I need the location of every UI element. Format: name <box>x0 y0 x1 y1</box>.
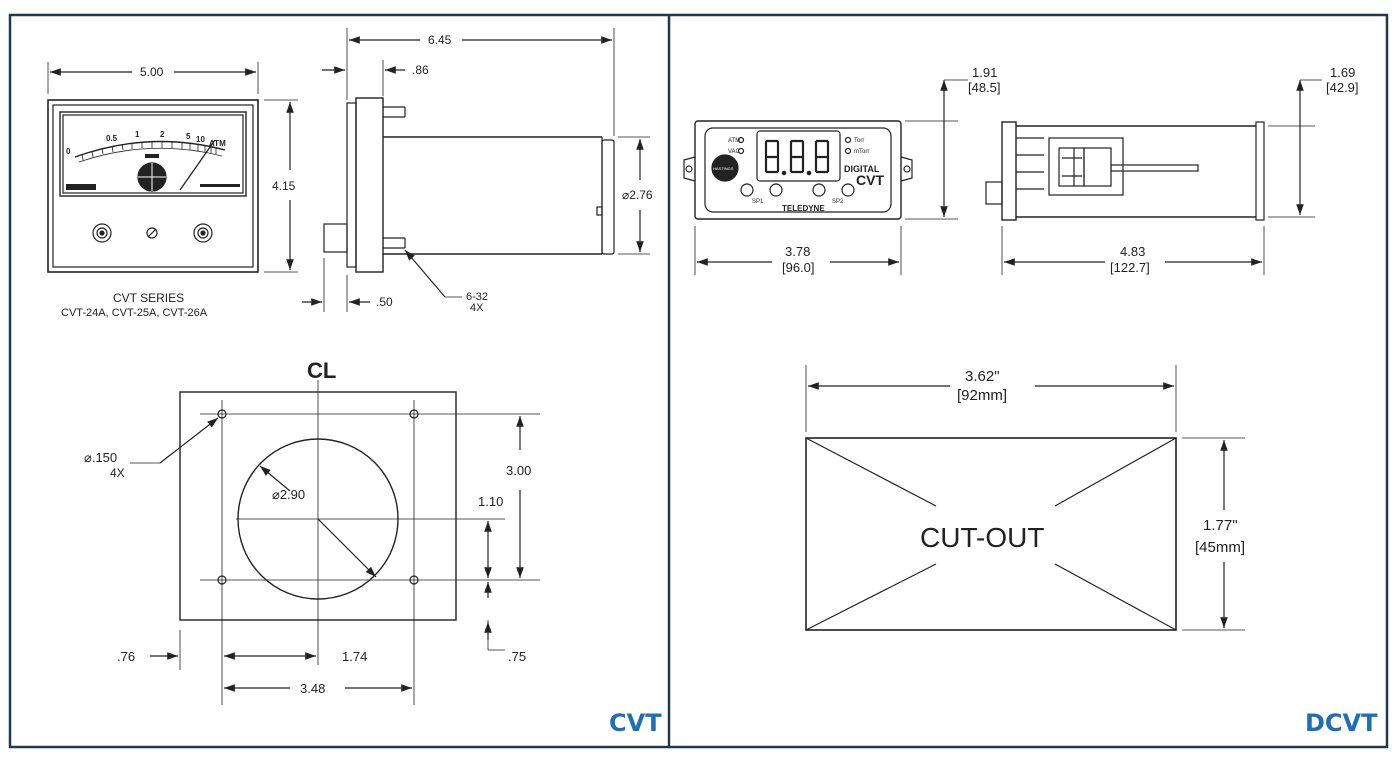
dim-side-height-mm: [42.9] <box>1326 80 1359 95</box>
dim-cutout-width: 3.62" <box>965 368 1000 385</box>
label-atm: ATM <box>728 138 740 144</box>
dcvt-side-view <box>985 79 1322 275</box>
dim-bottom-margin: .75 <box>508 649 526 664</box>
dim-rear: .50 <box>376 295 393 309</box>
label-sp1: SP1 <box>752 199 764 205</box>
dim-front-height: 1.91 <box>972 65 997 80</box>
dim-side-depth: 4.83 <box>1120 244 1145 259</box>
dim-side-height: 1.69 <box>1330 65 1355 80</box>
dim-bore: ⌀2.90 <box>272 487 305 502</box>
dim-half-width: 1.74 <box>342 649 367 664</box>
cvt-panel-cutout <box>130 380 540 705</box>
label-sp2: SP2 <box>832 199 844 205</box>
scale-label: 5 <box>186 132 191 141</box>
dim-diameter: ⌀2.76 <box>622 188 653 202</box>
scale-label: 0.5 <box>106 134 118 143</box>
brand-label: TELEDYNE <box>782 204 825 213</box>
dim-front-width-mm: [96.0] <box>782 260 815 275</box>
dim-front-width: 3.78 <box>785 244 810 259</box>
dim-height: 4.15 <box>272 179 296 193</box>
dcvt-panel-title: DCVT <box>1305 709 1378 737</box>
cvt-scale-labels: 0 0.5 1 2 5 10 ATM <box>66 130 226 156</box>
dcvt-panel-cutout <box>805 365 1245 631</box>
dim-flange: .86 <box>412 63 429 77</box>
scale-label: 0 <box>66 147 71 156</box>
label-vac: VAC <box>728 149 741 155</box>
label-digital: DIGITAL <box>844 164 880 174</box>
dim-vertical-spacing: 3.00 <box>506 463 531 478</box>
scale-label: 2 <box>160 130 165 139</box>
screw-note: 6-32 <box>466 291 488 303</box>
dim-depth: 6.45 <box>428 33 452 47</box>
dim-hole-count: 4X <box>110 466 125 480</box>
dim-left-margin: .76 <box>117 649 135 664</box>
cvt-gauge-front-view <box>47 62 298 273</box>
dim-half-spacing: 1.10 <box>478 494 503 509</box>
label-torr: Torr <box>854 138 864 144</box>
dcvt-seven-segment-display <box>764 139 830 176</box>
dcvt-front-view <box>683 79 968 275</box>
dim-front-height-mm: [48.5] <box>968 80 1001 95</box>
cvt-panel-title: CVT <box>609 709 662 737</box>
label-mtorr: mTorr <box>854 149 869 155</box>
hastings-badge <box>711 154 739 182</box>
dimension-labels: 5.00 4.15 6.45 .86 ⌀2.76 .50 6-32 4X CVT… <box>61 33 1359 696</box>
dcvt-front-labels: ATM VAC Torr mTorr SP1 SP2 DIGITAL CVT T… <box>713 138 884 213</box>
dim-cutout-height: 1.77" <box>1203 517 1238 534</box>
dim-side-depth-mm: [122.7] <box>1110 260 1150 275</box>
dim-hole: ⌀.150 <box>84 450 117 465</box>
scale-label: ATM <box>209 139 226 148</box>
dim-full-width: 3.48 <box>300 681 325 696</box>
badge-label: HASTINGS <box>713 166 734 171</box>
dim-cutout-width-mm: [92mm] <box>957 387 1007 404</box>
needle <box>179 139 216 191</box>
outer-frame <box>8 13 1389 749</box>
cutout-label: CUT-OUT <box>920 522 1044 553</box>
label-cvt: CVT <box>856 172 884 188</box>
scale-label: 10 <box>196 135 205 144</box>
series-models: CVT-24A, CVT-25A, CVT-26A <box>61 307 208 319</box>
cvt-gauge-side-view <box>302 28 650 312</box>
series-title: CVT SERIES <box>113 291 184 305</box>
screw-count: 4X <box>470 302 484 314</box>
scale-label: 1 <box>135 130 140 139</box>
centerline-mark: CL <box>307 358 336 383</box>
dim-cutout-height-mm: [45mm] <box>1195 539 1245 556</box>
dim-width: 5.00 <box>140 65 164 79</box>
